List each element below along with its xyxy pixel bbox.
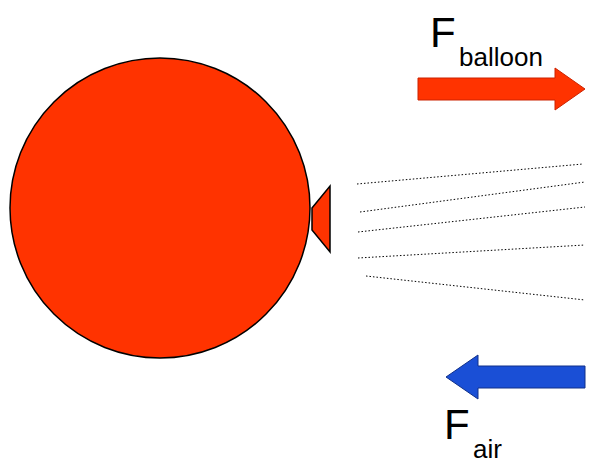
air-stream [357, 164, 585, 300]
balloon-nozzle [312, 186, 330, 252]
balloon-body [10, 58, 310, 358]
balloon-force-arrow [418, 68, 585, 110]
force-subscript: air [473, 436, 502, 462]
force-subscript: balloon [459, 44, 543, 70]
force-symbol: F [444, 404, 470, 446]
force-symbol: F [430, 12, 456, 54]
air-force-arrow [446, 355, 585, 399]
